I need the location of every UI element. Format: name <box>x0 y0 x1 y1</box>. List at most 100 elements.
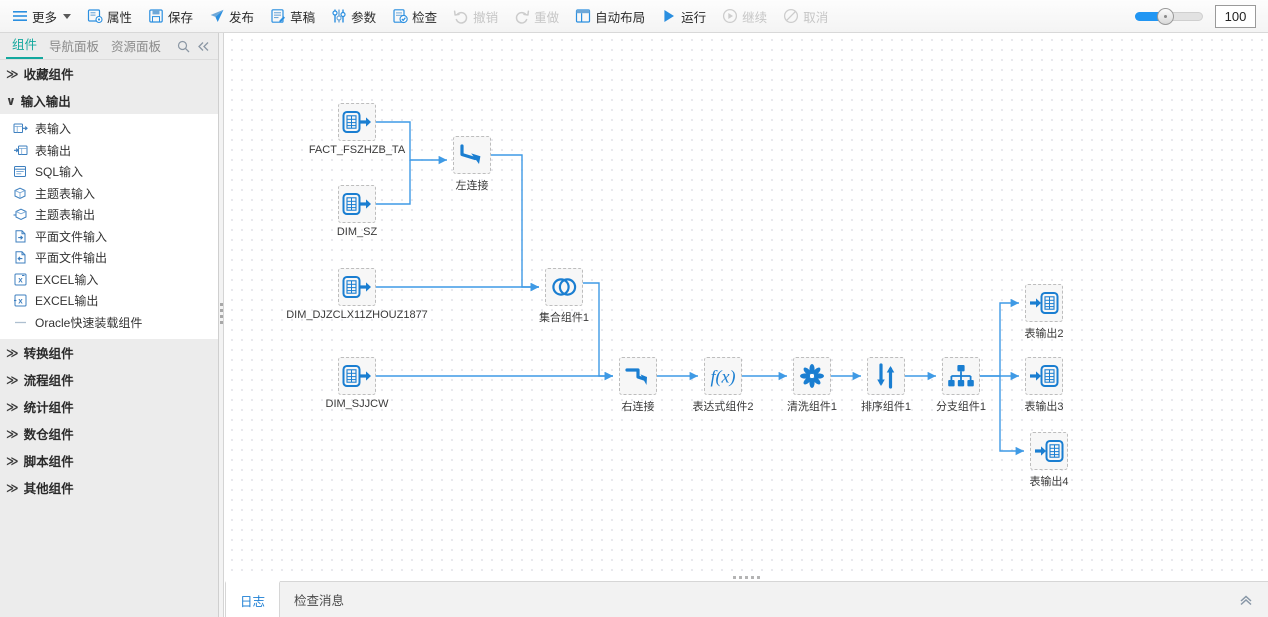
chevron-right-icon: ≫ <box>6 453 19 468</box>
toolbar-run-button[interactable]: 运行 <box>653 3 714 29</box>
table-input-node-icon[interactable] <box>338 103 376 141</box>
sidebar-group-other[interactable]: ≫其他组件 <box>0 474 218 501</box>
component-item[interactable]: SQL输入 <box>0 161 218 183</box>
canvas-node[interactable]: 左连接 <box>453 136 491 192</box>
toolbar-publish-button[interactable]: 发布 <box>201 3 262 29</box>
workflow-canvas[interactable]: FACT_FSZHZB_TA DIM_SZ 左连接 <box>225 33 1268 573</box>
bottom-tab-check[interactable]: 检查消息 <box>294 594 345 608</box>
component-item-label: 平面文件输出 <box>35 251 108 266</box>
canvas-node[interactable]: DIM_SZ <box>337 185 377 238</box>
toolbar-undo-button: 撤销 <box>445 3 506 29</box>
toolbar-property-label: 属性 <box>107 10 133 25</box>
sidebar-group-label: 收藏组件 <box>23 68 74 82</box>
excel-input-icon: x <box>13 272 28 287</box>
canvas-node-label: 分支组件1 <box>935 401 987 413</box>
component-item[interactable]: 表输出 <box>0 140 218 162</box>
canvas-node[interactable]: FACT_FSZHZB_TA <box>309 103 405 156</box>
sidebar-group-label: 流程组件 <box>23 374 74 388</box>
toolbar-redo-button: 重做 <box>506 3 567 29</box>
expression-node-icon[interactable]: f(x) <box>704 357 742 395</box>
table-input-node-icon[interactable] <box>338 268 376 306</box>
search-icon[interactable] <box>177 40 190 56</box>
canvas-node[interactable]: 表输出3 <box>1024 357 1064 413</box>
toolbar-draft-button[interactable]: 草稿 <box>262 3 323 29</box>
bottom-tab-log[interactable]: 日志 <box>225 581 281 617</box>
component-item-label: 平面文件输入 <box>35 229 108 244</box>
sidebar-tab-components[interactable]: 组件 <box>6 34 44 59</box>
sidebar-group-stat[interactable]: ≫统计组件 <box>0 393 218 420</box>
toolbar-check-button[interactable]: 检查 <box>384 3 445 29</box>
toolbar-autolayout-button[interactable]: 自动布局 <box>567 3 653 29</box>
right-join-node-icon[interactable] <box>619 357 657 395</box>
component-item[interactable]: 主题表输入 <box>0 183 218 205</box>
left-join-node-icon[interactable] <box>453 136 491 174</box>
subject-table-input-icon <box>13 186 28 201</box>
sort-node-icon[interactable] <box>867 357 905 395</box>
sidebar-group-dw[interactable]: ≫数仓组件 <box>0 420 218 447</box>
flat-file-output-icon <box>13 250 28 265</box>
table-output-node-icon[interactable] <box>1025 357 1063 395</box>
component-item[interactable]: 平面文件输出 <box>0 247 218 269</box>
canvas-node[interactable]: 右连接 <box>619 357 657 413</box>
hamburger-icon <box>12 8 28 24</box>
component-item[interactable]: 平面文件输入 <box>0 226 218 248</box>
zoom-slider[interactable] <box>1135 8 1203 25</box>
toolbar-params-label: 参数 <box>351 10 377 25</box>
sidebar-splitter[interactable] <box>219 33 224 617</box>
canvas-node[interactable]: 分支组件1 <box>936 357 986 413</box>
table-input-node-icon[interactable] <box>338 185 376 223</box>
canvas-node[interactable]: 表输出4 <box>1029 432 1069 488</box>
sidebar-tab-navigation[interactable]: 导航面板 <box>49 40 100 54</box>
main-toolbar: 更多属性保存发布草稿参数检查撤销重做自动布局运行继续取消 100 <box>0 0 1268 33</box>
cleanse-node-icon[interactable] <box>793 357 831 395</box>
table-output-node-icon[interactable] <box>1030 432 1068 470</box>
toolbar-save-button[interactable]: 保存 <box>140 3 201 29</box>
toolbar-more-button[interactable]: 更多 <box>4 3 79 29</box>
zoom-value-input[interactable]: 100 <box>1215 4 1256 28</box>
sidebar-group-label: 脚本组件 <box>23 455 74 469</box>
toolbar-cancel-button: 取消 <box>775 3 836 29</box>
sidebar-tab-resource[interactable]: 资源面板 <box>111 40 162 54</box>
component-item[interactable]: 主题表输出 <box>0 204 218 226</box>
chevron-double-up-icon[interactable] <box>1224 582 1268 617</box>
toolbar-params-button[interactable]: 参数 <box>323 3 384 29</box>
table-input-node-icon[interactable] <box>338 357 376 395</box>
branch-node-icon[interactable] <box>942 357 980 395</box>
canvas-node[interactable]: 集合组件1 <box>539 268 589 324</box>
table-output-node-icon[interactable] <box>1025 284 1063 322</box>
oracle-loader-icon <box>13 315 28 330</box>
zoom-slider-thumb[interactable] <box>1156 8 1174 25</box>
chevron-right-icon: ≫ <box>6 399 19 414</box>
component-item-label: 主题表输出 <box>35 208 96 223</box>
canvas-node[interactable]: DIM_SJJCW <box>326 357 388 410</box>
canvas-node[interactable]: 清洗组件1 <box>787 357 837 413</box>
collapse-left-icon[interactable] <box>197 40 210 56</box>
parameter-icon <box>331 8 347 24</box>
sidebar-group-io[interactable]: ∨输入输出 <box>0 87 218 114</box>
sidebar-group-favorites[interactable]: ≫收藏组件 <box>0 60 218 87</box>
sidebar-group-transform[interactable]: ≫ 转换组件 <box>0 339 218 366</box>
canvas-node[interactable]: 排序组件1 <box>861 357 911 413</box>
canvas-node[interactable]: 表输出2 <box>1024 284 1064 340</box>
sidebar-group-script[interactable]: ≫ 脚本组件 <box>0 447 218 474</box>
sidebar-group-flow[interactable]: ≫流程组件 <box>0 366 218 393</box>
component-item-label: 表输出 <box>35 143 72 158</box>
zoom-controls: 100 <box>1135 4 1268 28</box>
canvas-node[interactable]: DIM_DJZCLX11ZHOUZ1877 <box>286 268 428 321</box>
svg-text:x: x <box>18 275 23 284</box>
component-item[interactable]: 表输入 <box>0 118 218 140</box>
bottom-panel-splitter[interactable] <box>225 573 1268 581</box>
toolbar-property-button[interactable]: 属性 <box>79 3 140 29</box>
chevron-right-icon: ≫ <box>6 345 19 360</box>
canvas-node-label: DIM_SJJCW <box>325 398 389 410</box>
set-union-node-icon[interactable] <box>545 268 583 306</box>
sidebar-group-label: 转换组件 <box>23 347 74 361</box>
canvas-node[interactable]: f(x) 表达式组件2 <box>692 357 754 413</box>
play-icon <box>661 8 677 24</box>
component-item[interactable]: Oracle快速装载组件 <box>0 312 218 334</box>
chevron-right-icon: ≫ <box>6 480 19 495</box>
